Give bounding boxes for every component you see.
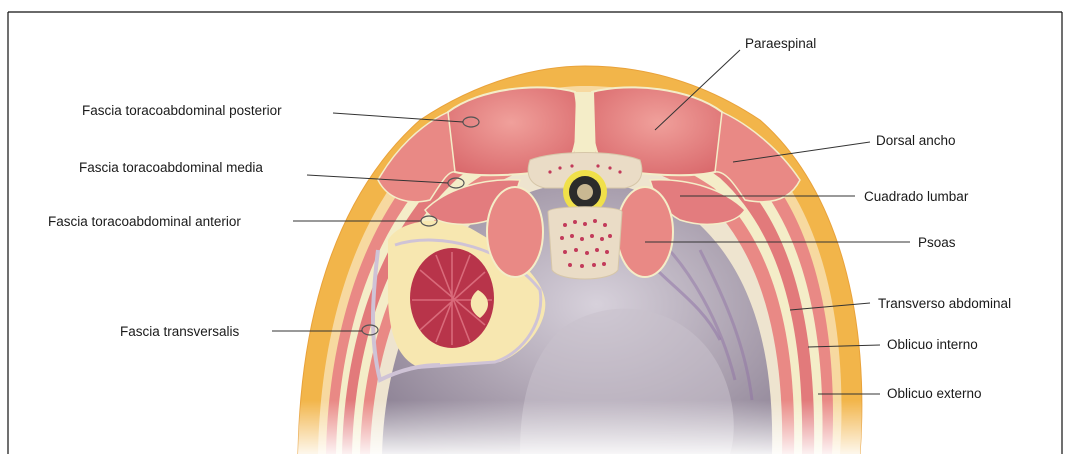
label-fascia-posterior: Fascia toracoabdominal posterior bbox=[82, 103, 282, 119]
psoas-muscle-right bbox=[617, 187, 673, 277]
psoas-muscle-left bbox=[487, 187, 543, 277]
label-fascia-transversalis: Fascia transversalis bbox=[120, 324, 239, 340]
label-psoas: Psoas bbox=[918, 235, 956, 251]
label-transverso-abdominal: Transverso abdominal bbox=[878, 296, 1011, 312]
label-fascia-media: Fascia toracoabdominal media bbox=[79, 160, 263, 176]
kidney bbox=[410, 248, 494, 348]
label-oblicuo-interno: Oblicuo interno bbox=[887, 337, 978, 353]
label-cuadrado-lumbar: Cuadrado lumbar bbox=[864, 189, 968, 205]
label-fascia-anterior: Fascia toracoabdominal anterior bbox=[48, 214, 241, 230]
label-paraespinal: Paraespinal bbox=[745, 36, 816, 52]
label-oblicuo-externo: Oblicuo externo bbox=[887, 386, 982, 402]
label-dorsal-ancho: Dorsal ancho bbox=[876, 133, 956, 149]
cross-section bbox=[290, 66, 870, 454]
